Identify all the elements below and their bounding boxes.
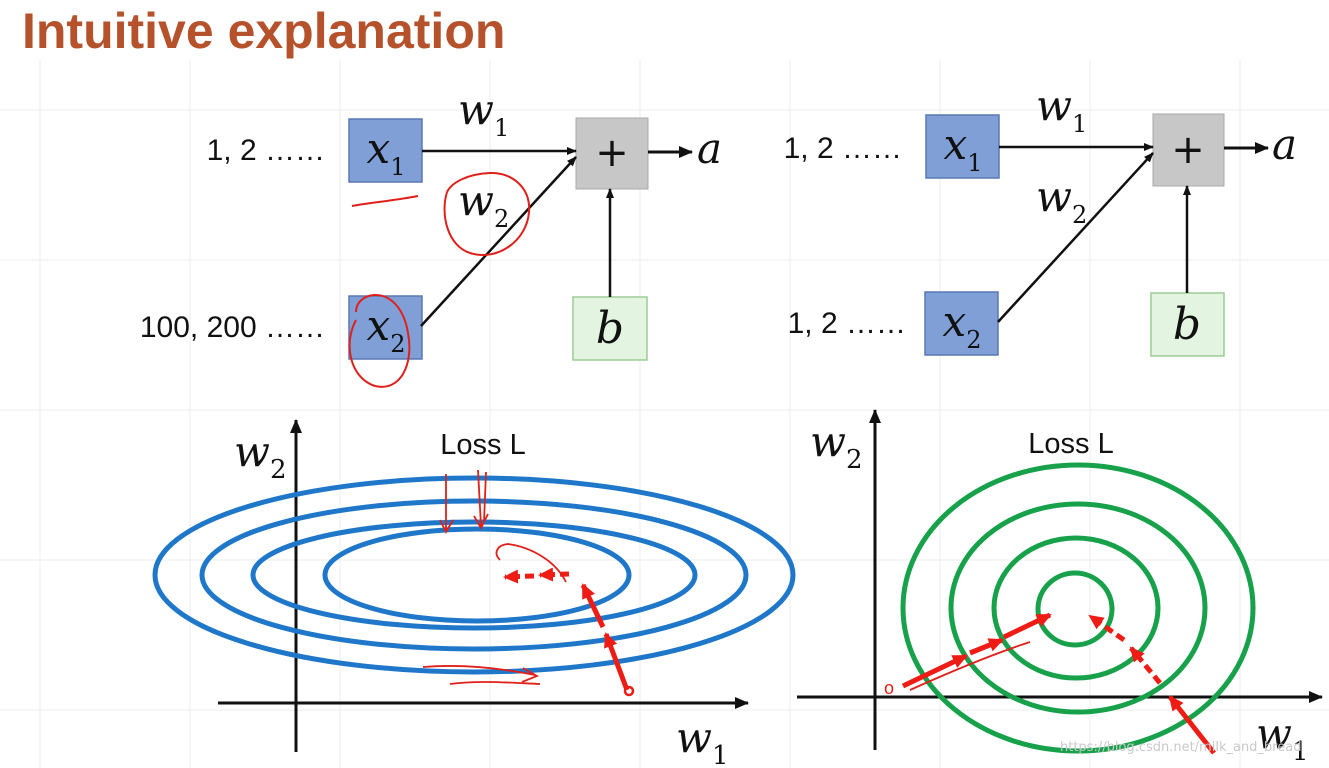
left-start-point	[623, 685, 635, 697]
right-loss-label: Loss L	[1028, 428, 1113, 460]
right-x2-box	[924, 291, 999, 356]
watermark: https://blog.csdn.net/milk_and_bread	[1060, 740, 1302, 755]
contour-ellipse	[322, 526, 632, 624]
right-gradient-paths	[901, 612, 1216, 755]
left-loss-plot: w2 w1 Loss L	[152, 419, 796, 768]
right-y-axis-label: w2	[810, 417, 863, 475]
gradient-step-arrow	[580, 583, 606, 629]
right-handwritten-mark	[909, 641, 1031, 691]
left-network: 1, 2 …… 100, 200 …… x1 x2 + b a w1 w2	[140, 85, 722, 388]
right-loss-plot: w2 w1 Loss L o	[797, 409, 1323, 767]
right-sum-box	[1152, 113, 1225, 187]
left-x2-values: 100, 200 ……	[140, 311, 325, 344]
background-grid	[0, 60, 1329, 768]
gradient-step-arrow	[969, 637, 1004, 656]
gradient-step-arrow	[538, 567, 570, 582]
right-x1-values: 1, 2 ……	[784, 132, 902, 165]
left-plus-sign: +	[595, 130, 629, 176]
left-x1-underline-annotation	[351, 195, 419, 207]
right-edge-w2	[997, 152, 1154, 323]
contour-circle	[1035, 570, 1115, 648]
left-x1-box	[348, 118, 423, 183]
right-output-label: a	[1272, 120, 1297, 169]
contour-circle	[991, 535, 1161, 681]
left-x2-label: x2	[367, 301, 406, 358]
left-x1-values: 1, 2 ……	[207, 134, 325, 167]
left-handwritten-marks	[422, 469, 567, 685]
left-edge-w2	[420, 156, 577, 327]
contour-circle	[948, 501, 1208, 715]
gradient-step-arrow	[1002, 612, 1052, 640]
right-bias-box	[1150, 292, 1225, 357]
right-x2-label: x2	[943, 297, 982, 354]
left-x-axis-label: w1	[676, 713, 729, 768]
right-bias-label: b	[1173, 299, 1201, 350]
left-contours	[152, 475, 796, 675]
right-network: 1, 2 …… 1, 2 …… x1 x2 + b a w1 w2	[784, 81, 1297, 357]
contour-ellipse	[199, 498, 749, 652]
right-contours	[900, 462, 1256, 754]
contour-ellipse	[152, 475, 796, 675]
left-x2-circle-annotation	[348, 293, 411, 388]
right-x1-label: x1	[944, 120, 983, 177]
gradient-step-arrow	[1088, 613, 1126, 643]
right-start-point-label: o	[884, 678, 894, 698]
left-w2-label: w2	[458, 176, 509, 233]
left-y-axis-label: w2	[234, 427, 287, 485]
left-output-label: a	[697, 124, 722, 173]
left-loss-label: Loss L	[440, 429, 525, 461]
gradient-step-arrow	[1168, 695, 1216, 755]
contour-circle	[900, 462, 1256, 754]
right-w1-label: w1	[1036, 81, 1087, 138]
right-plus-sign: +	[1171, 127, 1205, 173]
gradient-step-arrow	[901, 653, 968, 689]
left-w2-circle-annotation	[443, 171, 531, 256]
slide-title: Intuitive explanation	[22, 3, 506, 59]
right-x-axis-label: w1	[1256, 709, 1309, 767]
gradient-step-arrow	[1129, 646, 1162, 685]
left-bias-box	[572, 296, 648, 361]
left-gradient-path	[503, 567, 630, 691]
gradient-step-arrow	[603, 632, 630, 691]
contour-ellipse	[250, 519, 698, 631]
left-x1-label: x1	[367, 124, 406, 181]
left-bias-label: b	[596, 303, 624, 354]
right-w2-label: w2	[1036, 172, 1087, 229]
left-sum-box	[575, 117, 649, 190]
right-x2-values: 1, 2 ……	[788, 307, 906, 340]
gradient-step-arrow	[503, 569, 535, 584]
left-w1-label: w1	[458, 85, 509, 142]
